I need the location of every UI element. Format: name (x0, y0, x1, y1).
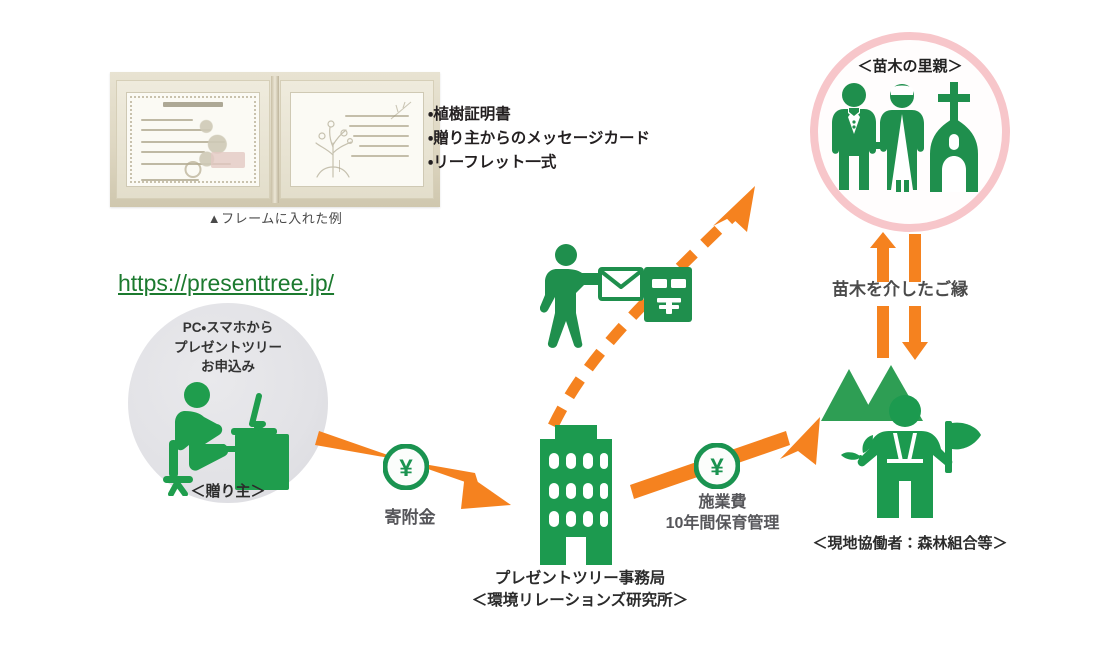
office-label: プレゼントツリー事務局 ＜環境リレーションズ研究所＞ (450, 568, 710, 611)
tree-sketch-icon (315, 120, 353, 178)
work-fee-label-line-1: 施業費 (698, 494, 747, 511)
foster-parent-label: ＜苗木の里親＞ (857, 58, 963, 75)
certificate-right-page (280, 80, 434, 199)
certificate-border-ornament (130, 96, 256, 183)
forest-worker-with-seedling-icon (821, 365, 981, 518)
giver-circle-background (128, 303, 328, 503)
office-building-icon (540, 425, 612, 565)
message-card (290, 92, 424, 187)
giver-label: ＜贈り主＞ (190, 483, 266, 500)
giver-text-line-1: PC・スマホから (182, 320, 274, 335)
yen-coin-icon: ¥ (694, 443, 740, 489)
certificate-title-bar (163, 102, 223, 107)
yen-coin-icon: ¥ (383, 444, 429, 490)
person-mailing-letter-icon (540, 244, 692, 348)
certificate-left-page (116, 80, 270, 199)
person-at-computer-icon (163, 382, 289, 496)
presenttree-url-link[interactable]: https://presenttree.jp/ (118, 270, 335, 296)
deliverables-list: ・植樹証明書 ・贈り主からのメッセージカード ・リーフレット一式 (428, 103, 650, 175)
dashed-arrow-up-right-icon (548, 186, 755, 429)
bond-arrows-icon (870, 232, 928, 360)
handwritten-signature (337, 160, 409, 172)
framed-certificate-photo (110, 72, 440, 207)
svg-text:¥: ¥ (710, 454, 724, 481)
photo-caption: ▲フレームに入れた例 (207, 211, 343, 226)
donation-arrow-icon (315, 431, 511, 509)
svg-text:¥: ¥ (399, 455, 413, 482)
planting-certificate (126, 92, 260, 187)
office-label-line-2: ＜環境リレーションズ研究所＞ (471, 591, 689, 609)
leaf-sprig-icon (390, 101, 412, 120)
work-fee-label: 施業費 10年間保育管理 (640, 493, 805, 535)
forester-label: ＜現地協働者：森林組合等＞ (812, 535, 1008, 552)
giver-text-line-2: プレゼントツリー (174, 339, 282, 355)
giver-circle-text: PC・スマホから プレゼントツリー お申込み (128, 318, 328, 377)
wedding-couple-and-church-icon (832, 82, 978, 192)
certificate-stamp (211, 152, 245, 168)
office-label-line-1: プレゼントツリー事務局 (494, 570, 666, 587)
bond-label: 苗木を介したご縁 (832, 280, 968, 299)
list-item: ・贈り主からのメッセージカード (428, 130, 650, 148)
giver-text-line-3: お申込み (201, 359, 255, 375)
work-fee-label-line-2: 10年間保育管理 (665, 514, 780, 532)
certificate-seal (184, 161, 202, 178)
list-item: ・植樹証明書 (428, 106, 511, 123)
donation-label: 寄附金 (384, 508, 436, 527)
frame-hinge (271, 76, 279, 203)
list-item: ・リーフレット一式 (428, 154, 557, 172)
